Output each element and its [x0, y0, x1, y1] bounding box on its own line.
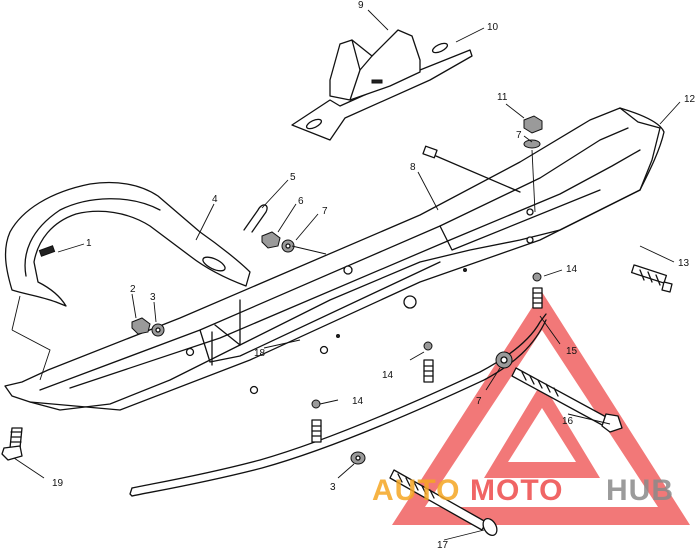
loop-slot	[202, 256, 226, 272]
ski-hole	[249, 385, 259, 395]
callout-3-left: 3	[150, 292, 156, 303]
wear-bar-skag	[131, 313, 547, 489]
bolt-16	[511, 367, 623, 433]
callout-17: 17	[437, 540, 449, 551]
ski-loop-handle	[4, 181, 251, 307]
callout-15: 15	[566, 346, 578, 357]
ski-hole	[463, 268, 467, 272]
callout-6: 6	[298, 196, 304, 207]
watermark-hub: HUB	[606, 474, 674, 507]
callout-12: 12	[684, 94, 696, 105]
ski-hole	[343, 265, 353, 275]
bolt-8	[422, 145, 521, 193]
ski-outline	[4, 107, 661, 411]
ski-channel-right	[439, 189, 601, 251]
watermark-inner-triangle	[484, 382, 600, 478]
bolt-17	[389, 469, 498, 537]
nut-6	[261, 231, 281, 249]
bracket-slot	[431, 42, 449, 54]
saddle-tab	[214, 324, 241, 346]
ski-body	[4, 107, 665, 411]
watermark-logo	[392, 292, 690, 525]
watermark-auto: AUTO	[372, 474, 460, 507]
ski-hole	[526, 208, 534, 216]
bolt-13	[630, 264, 673, 293]
callout-labels: 9 10 1 5 4 6 7 8 11 7 12 13 14 2 3 14 14…	[52, 0, 696, 551]
loop-grip-bump	[38, 245, 56, 257]
leader-line	[531, 149, 536, 213]
bracket-block-edge	[349, 69, 361, 101]
bracket-block	[329, 29, 421, 101]
saddle-bracket	[291, 29, 473, 141]
callout-13: 13	[678, 258, 690, 269]
bolt-19	[1, 427, 23, 461]
callout-14-right: 14	[566, 264, 578, 275]
wear-bar-skag-inner	[131, 319, 547, 497]
callout-2: 2	[130, 284, 136, 295]
callout-16: 16	[562, 416, 574, 427]
ski-hole	[526, 236, 534, 244]
bracket-slot	[305, 118, 323, 130]
stud-14b	[423, 341, 434, 383]
ski-hole	[336, 334, 340, 338]
callout-9: 9	[358, 0, 364, 11]
callout-8: 8	[410, 162, 416, 173]
callout-7: 7	[322, 206, 328, 217]
loop-outline	[4, 181, 251, 307]
callout-5: 5	[290, 172, 296, 183]
watermark-triangle	[392, 292, 690, 525]
leader-lines	[11, 9, 681, 541]
callout-7-bottom: 7	[476, 396, 482, 407]
ski-bottom-edge	[29, 189, 641, 411]
watermark-moto: MOTO	[470, 474, 563, 507]
loop-inner-edge	[24, 198, 161, 277]
callout-19: 19	[52, 478, 64, 489]
watermark-wordmark: AUTO MOTO HUB	[372, 474, 674, 507]
bracket-hole	[371, 79, 383, 84]
nut-2	[131, 317, 151, 335]
ski-tip-curve	[619, 107, 665, 191]
callout-4: 4	[212, 194, 218, 205]
bracket-plate	[291, 49, 473, 141]
ski-inner-rail	[69, 149, 641, 389]
stud-14a	[532, 272, 543, 309]
callout-11: 11	[497, 92, 508, 103]
callout-10: 10	[487, 22, 499, 33]
callout-14-mid: 14	[382, 370, 394, 381]
ski-top-rail	[39, 127, 629, 391]
callout-14-left: 14	[352, 396, 364, 407]
cotter-pin-5	[243, 204, 268, 233]
wear-bar-end	[129, 487, 133, 497]
nut-11	[523, 115, 543, 134]
ski-hole	[185, 347, 195, 357]
washer-7	[523, 139, 541, 149]
ski-hole	[403, 295, 417, 309]
callout-7-top: 7	[516, 130, 522, 141]
ski-hole	[319, 345, 329, 355]
callout-18: 18	[254, 348, 266, 359]
callout-1: 1	[86, 238, 92, 249]
ski-channel-left	[199, 261, 441, 363]
callout-3-bottom: 3	[330, 482, 336, 493]
stud-14c	[311, 399, 322, 443]
